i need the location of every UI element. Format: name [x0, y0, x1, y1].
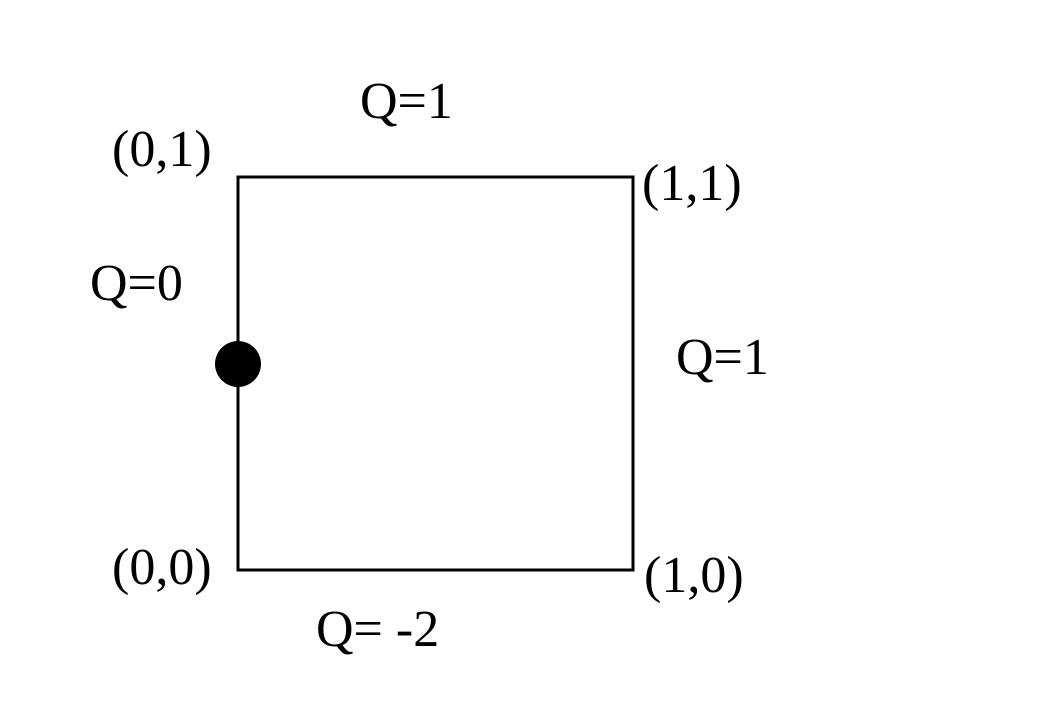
edge-label-bottom: Q= -2	[316, 601, 440, 658]
corner-label-top-left: (0,1)	[112, 121, 212, 178]
corner-label-bottom-right: (1,0)	[644, 547, 744, 604]
corner-label-bottom-left: (0,0)	[112, 539, 212, 596]
corner-label-top-right: (1,1)	[642, 155, 742, 212]
boundary-point-marker	[215, 341, 261, 387]
edge-label-top: Q=1	[360, 73, 453, 130]
edge-label-left: Q=0	[90, 255, 183, 312]
edge-label-right: Q=1	[676, 329, 769, 386]
square-boundary	[236, 175, 635, 572]
